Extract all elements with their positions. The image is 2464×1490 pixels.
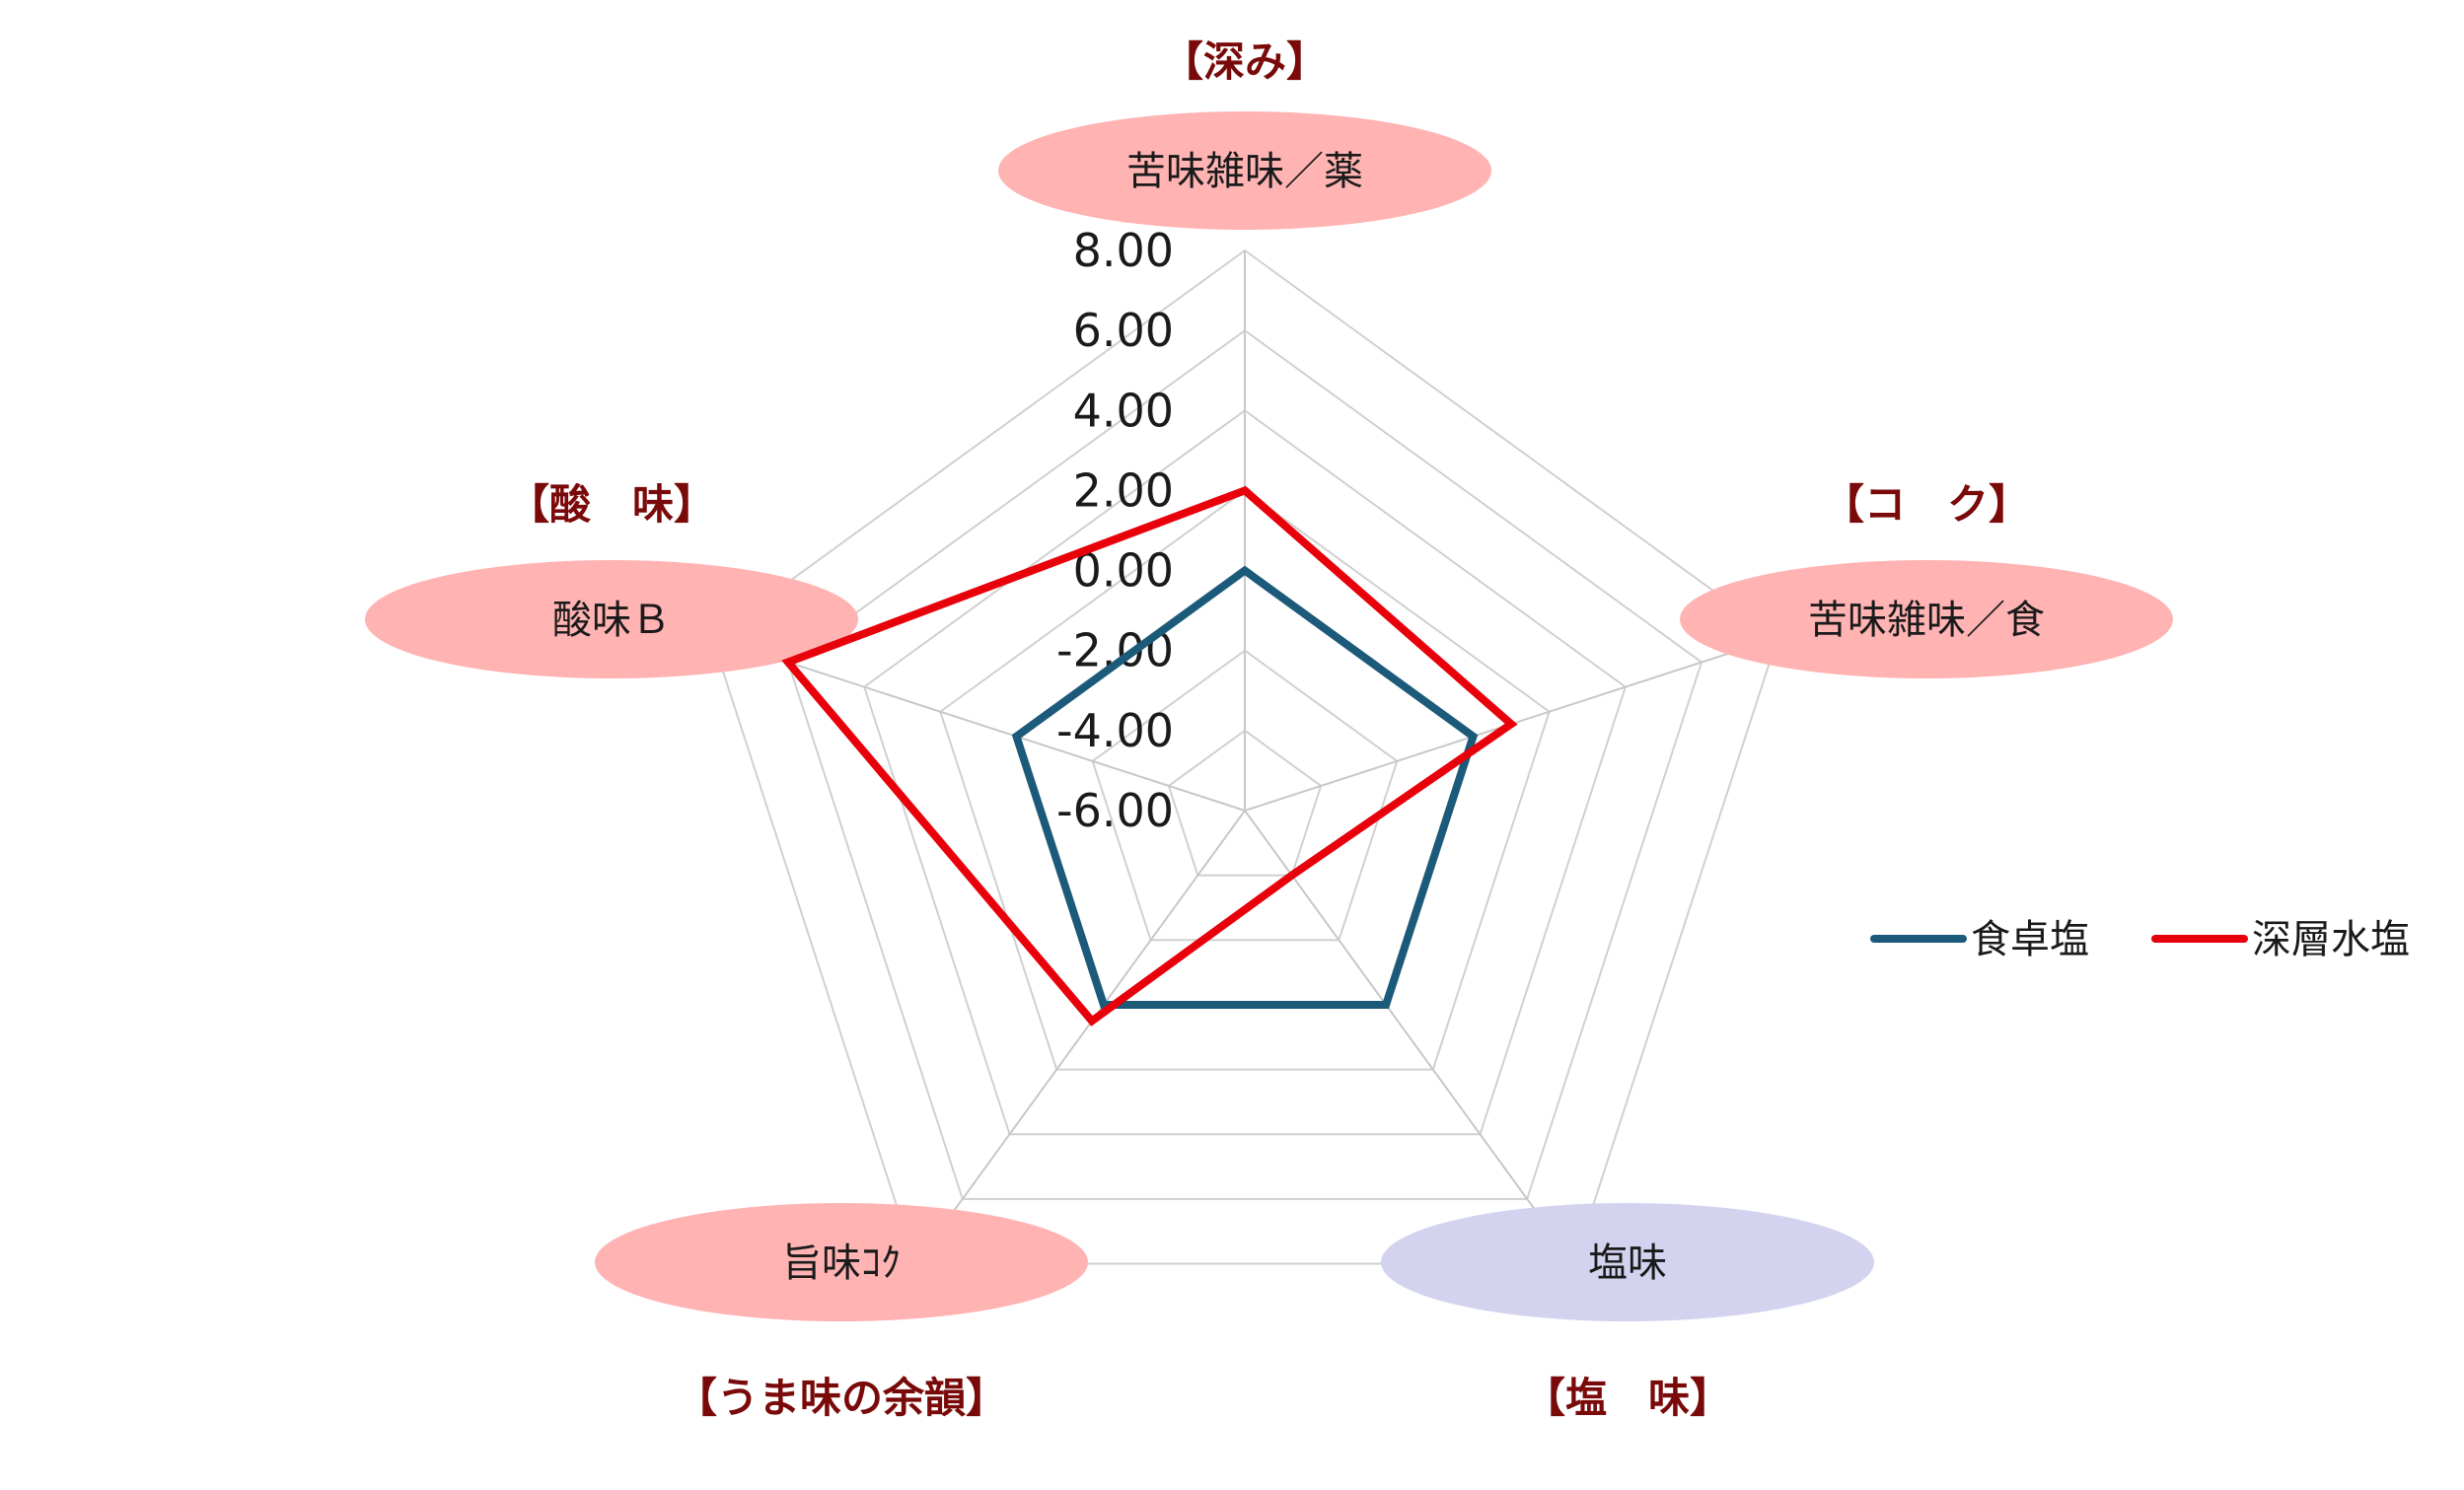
category-label: 苦味雑味／食 xyxy=(1808,598,2045,643)
grid-ring xyxy=(1167,729,1323,877)
category-bubble xyxy=(1680,560,2173,678)
category-group-label: 【コ ク】 xyxy=(1823,480,2030,529)
legend-label: 食卓塩 xyxy=(1971,917,2089,962)
category-bubbles: 苦味雑味／薬 【深み】苦味雑味／食 【コ ク】塩味【塩 味】 旨味ｺｸ 【うま味の余韻】… xyxy=(365,37,2173,1422)
category-bubble xyxy=(365,560,858,678)
category-group-label: 【酸 味】 xyxy=(508,480,715,529)
category-label: 苦味雑味／薬 xyxy=(1126,149,1363,194)
legend: 食卓塩 深層水塩 xyxy=(1870,917,2410,962)
tick-label: -4.00 xyxy=(1056,704,1174,757)
series-line-1 xyxy=(1011,565,1479,1009)
category-bubble xyxy=(595,1203,1088,1321)
tick-label: 8.00 xyxy=(1073,224,1174,277)
grid-ring xyxy=(862,409,1628,1136)
axis-spoke xyxy=(1244,810,1575,1265)
category-bubble xyxy=(998,111,1491,230)
category-group-label: 【深み】 xyxy=(1162,37,1328,86)
grid-ring xyxy=(939,489,1551,1071)
axis-spoke xyxy=(914,810,1246,1265)
tick-label: 4.00 xyxy=(1073,384,1174,437)
category-bubble xyxy=(1381,1203,1874,1321)
tick-label: 6.00 xyxy=(1073,304,1174,357)
axis-spoke xyxy=(711,636,1246,812)
tick-label: 2.00 xyxy=(1073,463,1174,517)
category-label: 塩味 xyxy=(1588,1241,1667,1286)
legend-label: 深層水塩 xyxy=(2252,917,2410,962)
tick-label: -6.00 xyxy=(1056,784,1174,837)
radial-axis-ticks: 8.006.004.002.000.00-2.00-4.00-6.00 xyxy=(1056,224,1174,837)
category-label: 酸味Ｂ xyxy=(552,598,671,643)
grid-ring xyxy=(710,248,1779,1265)
category-label: 旨味ｺｸ xyxy=(782,1241,901,1286)
category-group-label: 【うま味の余韻】 xyxy=(676,1374,1007,1422)
grid-ring xyxy=(1091,649,1399,942)
series-lines xyxy=(781,485,1518,1027)
grid-ring xyxy=(786,328,1703,1200)
series-line-2 xyxy=(781,485,1518,1027)
category-group-label: 【塩 味】 xyxy=(1524,1374,1731,1422)
